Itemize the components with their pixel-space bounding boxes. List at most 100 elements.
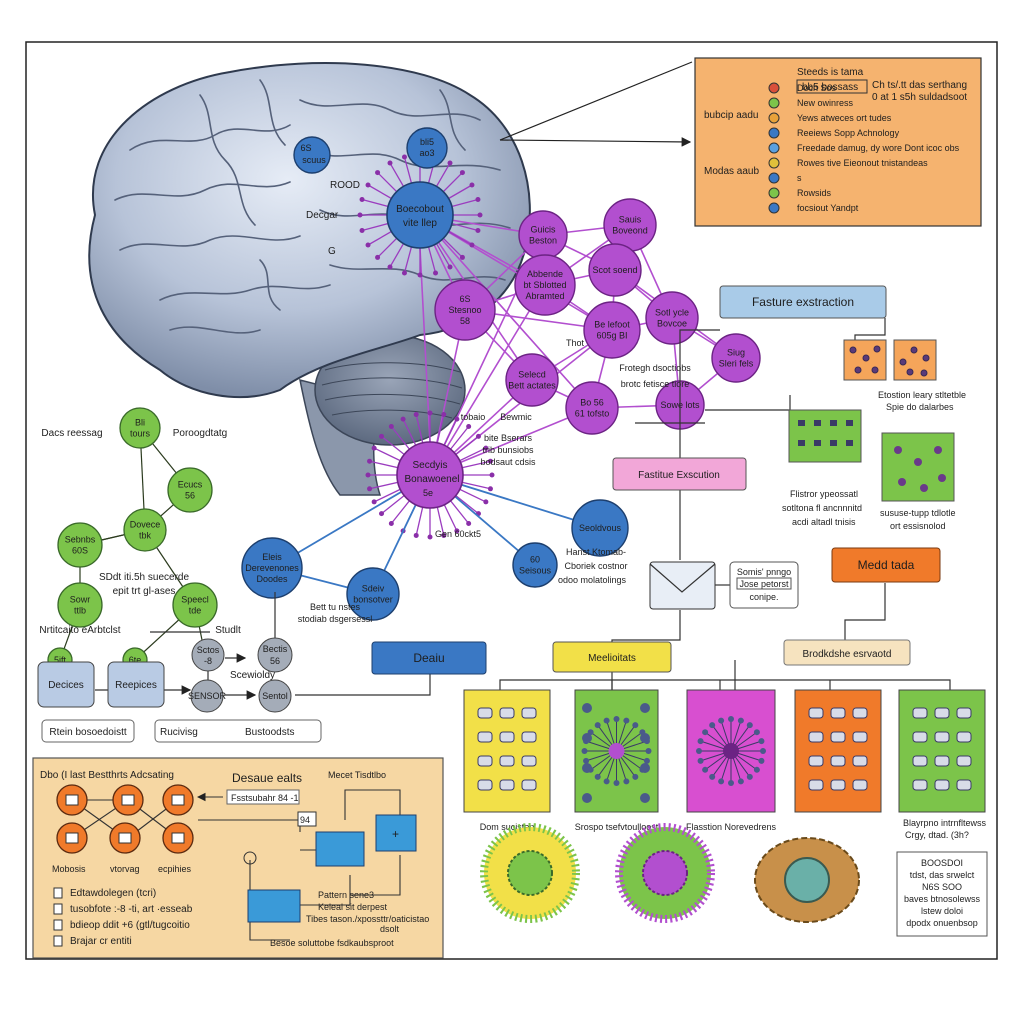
texture-circle-2 [615,823,715,923]
bl-orange-node[interactable] [56,784,88,816]
legend-side-label-2: Modas aaub [704,166,759,177]
legend-entry-label: s [797,173,802,183]
bottom-panel[interactable]: Dom sucisten [463,689,551,832]
legend-panel: Steeds is tama bb5 bossass Ch ts/.tt das… [694,57,982,227]
spoke-tip [459,254,465,260]
panel-cell [830,707,846,719]
bl-list-checkbox[interactable] [53,903,63,915]
bl-orange-node[interactable] [162,822,194,854]
blue-node[interactable]: Seoldvous [571,499,629,557]
panel-dot [632,722,639,729]
legend-entry-label: Rowsids [797,188,832,198]
brain-node-top-right[interactable]: bli5 ao3 [406,127,448,169]
process-box-mid[interactable] [107,661,165,708]
outer-frame [25,41,998,960]
bl-list-checkbox[interactable] [53,919,63,931]
bl-node-glyph [65,832,79,844]
bottom-panel[interactable] [898,689,986,813]
panel-dot [728,716,734,722]
bl-orange-node[interactable] [109,822,141,854]
bottom-right-note-line: N6S SOO [922,882,962,892]
purple-node[interactable]: Scot soend [588,243,642,297]
bl-orange-node[interactable] [56,822,88,854]
panel-cell [477,731,493,743]
bl-blue-box-1[interactable] [315,831,365,867]
bl-blue-box-3[interactable] [247,889,301,923]
blue-node-label: Seoldvous [579,523,622,533]
process-bar-mid[interactable] [154,719,322,743]
bl-num-box[interactable] [297,811,317,827]
process-gray-node-1[interactable]: Sctos -8 [191,638,225,672]
process-bar-left-label: Rtein bosoedoistt [49,727,126,738]
purple-node-label: Selecd [518,370,546,380]
feature-extraction-top[interactable] [719,285,887,319]
envelope-icon[interactable] [649,561,716,610]
purple-node-label: Beston [529,236,557,246]
medical-data-button[interactable] [831,547,941,583]
panel-cell [521,755,537,767]
bl-orange-node[interactable] [112,784,144,816]
blue-node-label: bonsotver [353,595,393,605]
brookshe-button[interactable] [783,639,911,666]
panel-cell [956,779,972,791]
purple-node-label: 58 [460,316,470,326]
panel-cell [499,731,515,743]
bl-orange-node[interactable] [162,784,194,816]
process-box-mid-label: Reepices [115,680,157,691]
green-mini-grid-marks [798,420,946,492]
detail-button[interactable] [371,641,487,675]
feature-execution-mid[interactable] [612,457,747,491]
bl-list-item: tusobfote :-8 -ti, art ·esseab [70,904,193,915]
bl-num-label: 94 [300,815,310,825]
process-gray-node-3[interactable]: Sentol [258,679,292,713]
bl-blue-box-2[interactable] [375,814,417,852]
small-note-box[interactable] [729,561,799,609]
spoke-tip [477,212,483,218]
bottom-panel[interactable]: Srospo tsefvtoulloost [574,689,659,832]
purple-node-label: bt Sblotted [523,280,566,290]
green-node-label: 56 [185,491,195,501]
meds-button[interactable] [552,641,672,673]
panel-dot [758,757,765,764]
hub-bottom-node[interactable]: Secdyis Bonawoenel 5e [396,441,464,509]
spoke-tip [427,410,433,416]
process-sensor-node[interactable]: SENSOR [188,679,227,713]
panel-dot [582,733,592,743]
bottom-right-note[interactable] [896,851,988,937]
feature-label-b1: Flistror ypeossatl [790,489,858,499]
bottom-panel[interactable] [794,689,882,813]
bottom-panel[interactable]: Flasstion Norevedrens [686,689,777,832]
spoke-tip [483,445,489,451]
process-bar-left[interactable] [41,719,135,743]
panel-cell [808,731,824,743]
hub-top-node[interactable]: Boecobout vite llep [386,181,454,249]
process-gray-node-2[interactable]: Bectis 56 [257,637,293,673]
bl-field-a-box[interactable] [226,789,300,805]
brain-node-top-left[interactable]: 6S scuus [293,136,331,174]
spoke-tip [365,472,371,478]
legend-swatch [768,112,780,124]
bl-list-checkbox[interactable] [53,887,63,899]
process-box-left[interactable] [37,661,95,708]
purple-node-label: Stesnoo [448,305,481,315]
bl-list-checkbox[interactable] [53,935,63,947]
